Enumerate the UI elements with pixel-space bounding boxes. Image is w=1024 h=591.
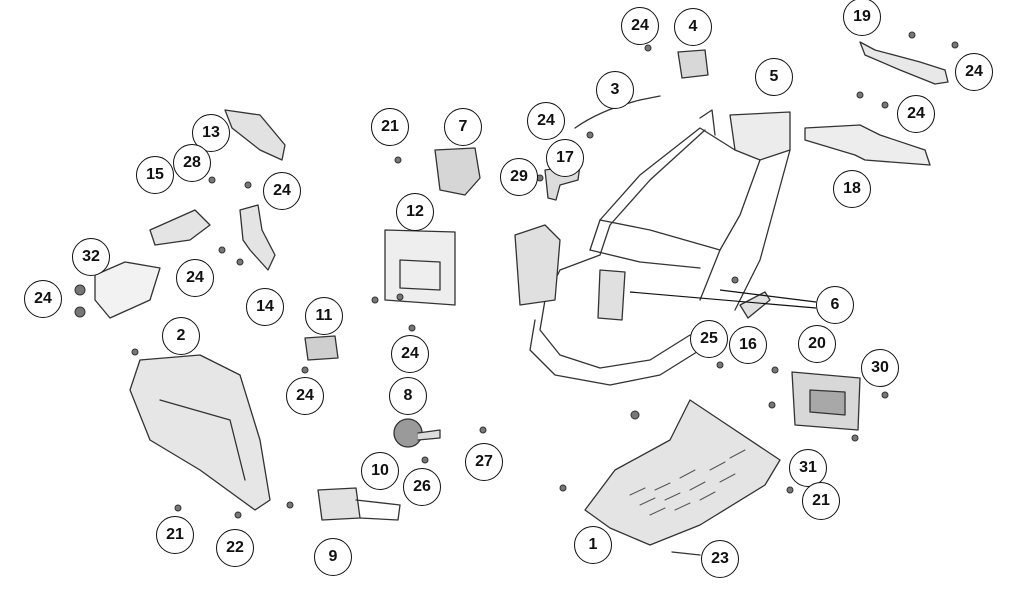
callout-20: 20 [798, 325, 836, 363]
callout-21: 21 [802, 482, 840, 520]
upper-bracket-part [224, 109, 286, 161]
callout-30: 30 [861, 349, 899, 387]
callout-1: 1 [574, 526, 612, 564]
callout-9: 9 [314, 538, 352, 576]
callout-24: 24 [286, 377, 324, 415]
callout-24: 24 [527, 102, 565, 140]
callout-24: 24 [176, 259, 214, 297]
callout-22: 22 [216, 529, 254, 567]
callout-28: 28 [173, 144, 211, 182]
callout-23: 23 [701, 540, 739, 578]
rear-rack-part [804, 124, 931, 166]
callout-7: 7 [444, 108, 482, 146]
relay-bracket-part [677, 49, 709, 79]
stand-part [739, 291, 771, 319]
throttle-body-part [434, 147, 481, 196]
callout-3: 3 [596, 71, 634, 109]
callout-19: 19 [843, 0, 881, 36]
callout-31: 31 [789, 449, 827, 487]
grab-bar-part [859, 41, 949, 85]
callout-5: 5 [755, 58, 793, 96]
callout-11: 11 [305, 297, 343, 335]
callout-24: 24 [897, 95, 935, 133]
callout-16: 16 [729, 326, 767, 364]
front-cover-part [129, 354, 271, 511]
relay-part [304, 335, 339, 361]
callout-26: 26 [403, 468, 441, 506]
callout-18: 18 [833, 170, 871, 208]
battery-tray-part [384, 229, 456, 306]
callout-4: 4 [674, 8, 712, 46]
callout-10: 10 [361, 452, 399, 490]
callout-21: 21 [371, 108, 409, 146]
callout-32: 32 [72, 238, 110, 276]
callout-15: 15 [136, 156, 174, 194]
callout-14: 14 [246, 288, 284, 326]
callout-24: 24 [24, 280, 62, 318]
callout-17: 17 [546, 139, 584, 177]
callout-2: 2 [162, 317, 200, 355]
cable-part [574, 95, 661, 129]
plate-part [94, 261, 161, 319]
callout-24: 24 [955, 53, 993, 91]
side-bracket-part [239, 204, 276, 271]
callout-27: 27 [465, 443, 503, 481]
callout-24: 24 [391, 335, 429, 373]
module-part [317, 487, 361, 521]
clip-part [671, 551, 701, 556]
callout-24: 24 [263, 172, 301, 210]
main-frame-part [514, 109, 791, 386]
callout-21: 21 [156, 516, 194, 554]
callout-25: 25 [690, 320, 728, 358]
callout-8: 8 [389, 377, 427, 415]
callout-29: 29 [500, 158, 538, 196]
floor-panel-part [584, 399, 781, 546]
callout-12: 12 [396, 193, 434, 231]
callout-24: 24 [621, 7, 659, 45]
callout-6: 6 [816, 286, 854, 324]
stay-part [149, 209, 211, 246]
